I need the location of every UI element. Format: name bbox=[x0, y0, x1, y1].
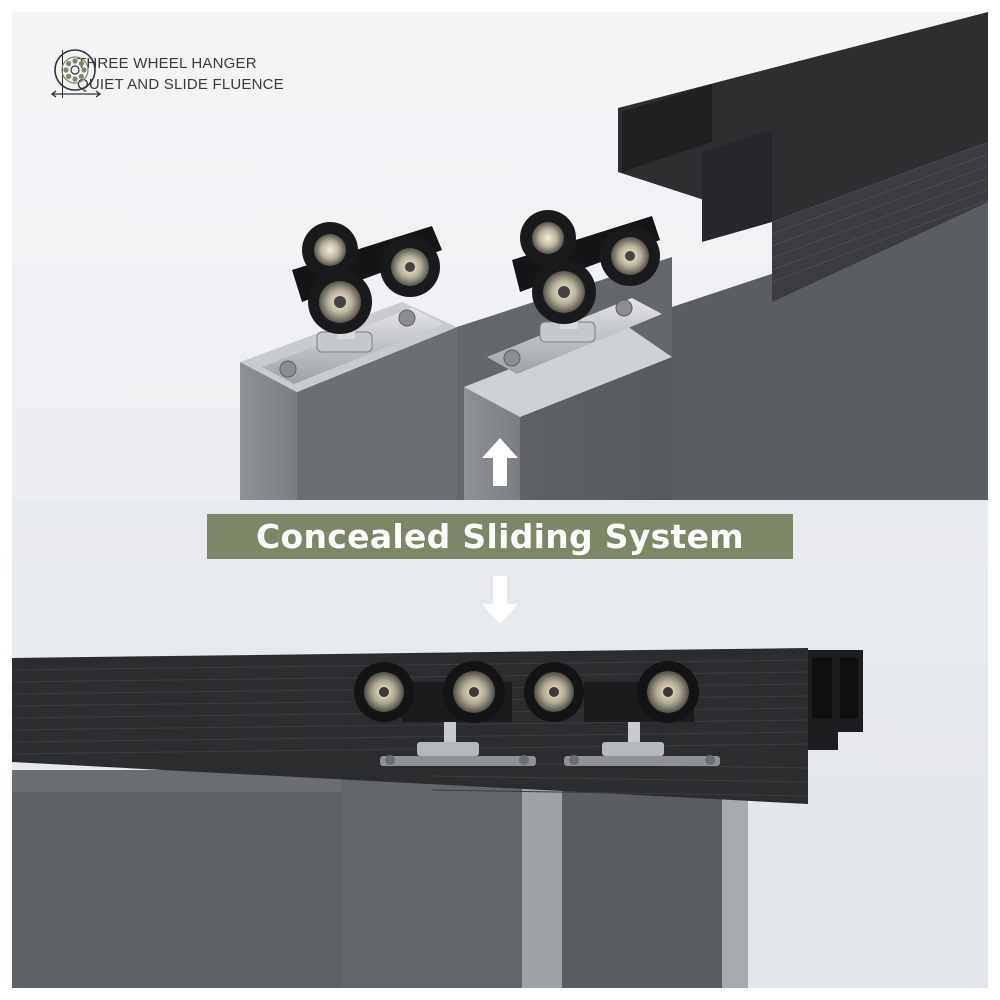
feature-line-1: THREE WHEEL HANGER bbox=[77, 55, 257, 72]
feature-line-2: QUIET AND SLIDE FLUENCE bbox=[77, 76, 284, 93]
hanger-front-right bbox=[524, 661, 720, 766]
feature-callout: THREE WHEEL HANGER QUIET AND SLIDE FLUEN… bbox=[48, 48, 284, 100]
door-panel-left bbox=[240, 362, 297, 500]
door-panel-right-front bbox=[562, 770, 722, 988]
concealed-sliding-system-banner: Concealed Sliding System bbox=[207, 514, 793, 559]
top-hanger-closeup: THREE WHEEL HANGER QUIET AND SLIDE FLUEN… bbox=[12, 12, 988, 500]
door-panel-back bbox=[672, 202, 988, 500]
arrow-down-icon bbox=[482, 576, 518, 624]
door-panel-left-front bbox=[12, 770, 342, 988]
hanger-wheels-left bbox=[302, 222, 440, 334]
feature-text: THREE WHEEL HANGER QUIET AND SLIDE FLUEN… bbox=[77, 55, 284, 93]
hanger-illustration bbox=[240, 12, 988, 500]
hanger-front-left bbox=[354, 661, 536, 766]
hanger-wheels-middle bbox=[520, 210, 660, 324]
track-illustration bbox=[12, 648, 988, 988]
arrow-up-icon bbox=[482, 438, 518, 486]
bearing-wheel-icon bbox=[50, 49, 102, 98]
door-panel-middle-front bbox=[342, 770, 522, 988]
